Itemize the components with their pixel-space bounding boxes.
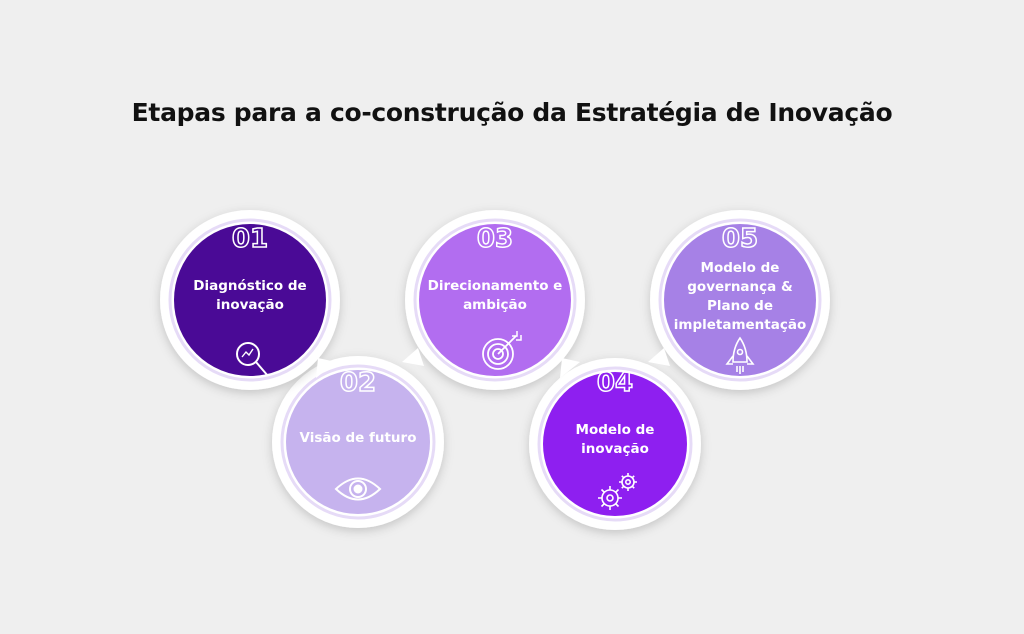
step-1-label: Diagnóstico de inovação	[193, 278, 307, 313]
rocket-icon	[725, 336, 755, 374]
target-icon	[482, 331, 522, 370]
step-1-number: 01	[232, 224, 268, 254]
step-3-number: 03	[477, 224, 513, 254]
step-2-number: 02	[340, 368, 376, 398]
step-4-number: 04	[597, 368, 633, 398]
step-4: 04	[529, 358, 701, 530]
step-2-label: Visão de futuro	[299, 430, 417, 446]
step-1: 01	[160, 210, 340, 390]
step-5-number: 05	[722, 224, 758, 254]
step-3: 03	[402, 210, 585, 390]
step-3-label: Direcionamento e ambição	[427, 278, 563, 313]
step-2: 02	[272, 356, 444, 528]
eye-icon	[334, 477, 382, 501]
step-5: 05	[648, 210, 830, 390]
magnifier-icon	[236, 342, 269, 377]
page-title: Etapas para a co-construção da Estratégi…	[131, 98, 893, 127]
step-4-label: Modelo de inovação	[575, 422, 655, 457]
step-5-label: Modelo de governança & Plano de impletam…	[673, 260, 807, 333]
gears-icon	[598, 473, 637, 510]
